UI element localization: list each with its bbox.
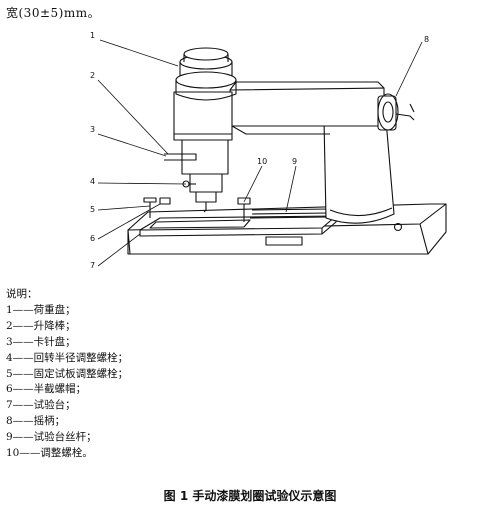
callout-9: 9 bbox=[292, 157, 297, 166]
legend: 说明： 1——荷重盘； 2——升降棒； 3——卡针盘； 4——回转半径调整螺栓；… bbox=[6, 287, 128, 462]
legend-item: 4——回转半径调整螺栓； bbox=[6, 351, 129, 364]
legend-item: 10——调整螺栓。 bbox=[6, 447, 93, 460]
legend-item: 3——卡针盘； bbox=[6, 335, 76, 348]
callout-2: 2 bbox=[90, 71, 95, 80]
callout-1: 1 bbox=[90, 31, 95, 40]
column bbox=[323, 119, 395, 224]
callout-3: 3 bbox=[90, 125, 95, 134]
legend-title: 说明： bbox=[6, 288, 38, 300]
vertical-head bbox=[173, 91, 233, 213]
intro-text-fragment: 宽(30±5)mm。 bbox=[6, 6, 101, 20]
callout-6: 6 bbox=[90, 234, 95, 243]
test-table bbox=[139, 215, 337, 237]
legend-item: 2——升降棒； bbox=[6, 319, 76, 332]
legend-item: 5——固定试板调整螺栓； bbox=[6, 367, 129, 380]
legend-item: 6——半截螺帽； bbox=[6, 383, 87, 396]
load-disc bbox=[175, 47, 237, 101]
crank-handwheel bbox=[377, 93, 415, 131]
figure-caption: 图 1 手动漆膜划圈试验仪示意图 bbox=[163, 489, 337, 503]
legend-item: 9——试验台丝杆； bbox=[6, 431, 97, 444]
arm bbox=[229, 81, 385, 135]
callout-5: 5 bbox=[90, 205, 95, 214]
leader-lines bbox=[97, 39, 423, 267]
callout-7: 7 bbox=[90, 261, 95, 270]
apparatus-figure: 1 2 3 4 5 6 7 8 9 10 bbox=[90, 31, 447, 270]
legend-item: 1——荷重盘； bbox=[6, 303, 76, 316]
callout-10: 10 bbox=[257, 157, 267, 166]
table-lead-screw bbox=[249, 208, 331, 219]
legend-item: 8——摇柄； bbox=[6, 415, 66, 428]
legend-item: 7——试验台； bbox=[6, 399, 76, 412]
callout-8: 8 bbox=[424, 35, 429, 44]
lifting-rod bbox=[164, 153, 197, 161]
callout-4: 4 bbox=[90, 177, 95, 186]
